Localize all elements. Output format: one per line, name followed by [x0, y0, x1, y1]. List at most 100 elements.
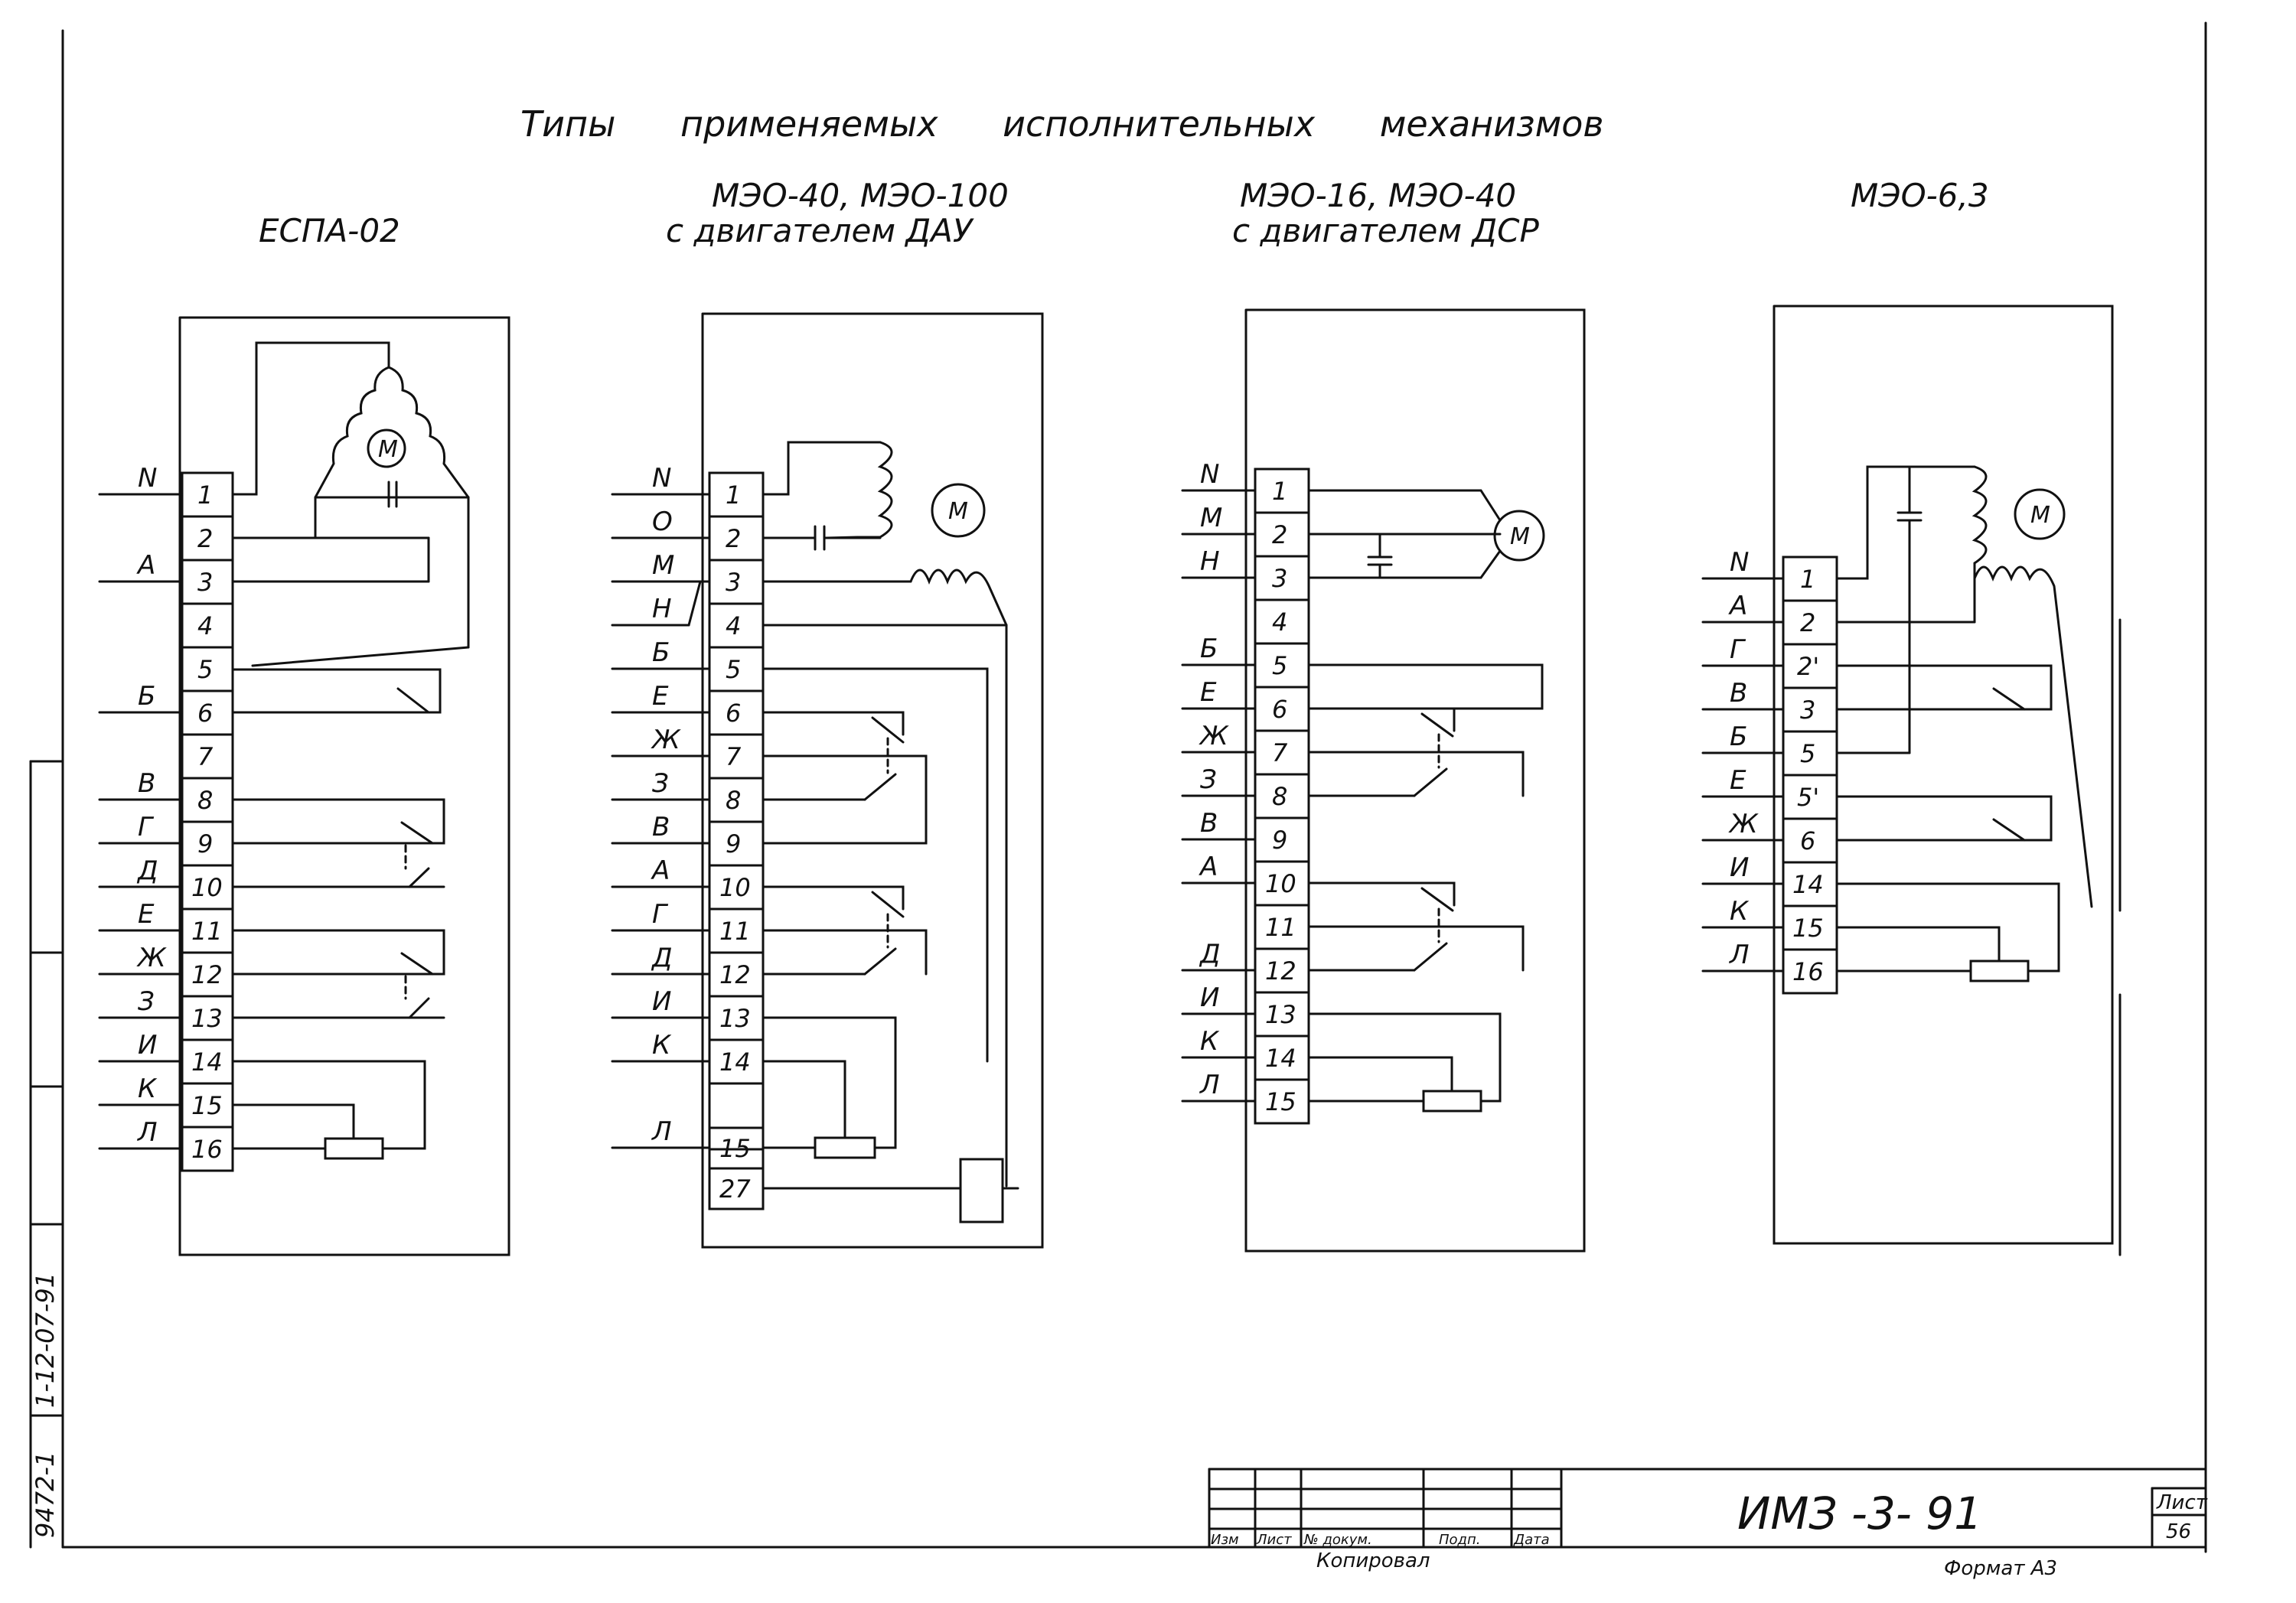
wire-label: З	[138, 986, 155, 1017]
stamp-header-doc: № докум.	[1303, 1532, 1372, 1548]
title-block: Изм Лист № докум. Подп. Дата ИМЗ -3- 91 …	[1208, 1468, 2208, 1580]
diagram-espa: 1 2 3 4 5 6 7 8 9 10 11 12 13 14 15 16 N	[98, 316, 510, 1256]
motor-windings	[762, 441, 1008, 1188]
header-meo16-line1: МЭО-16, МЭО-40	[1240, 177, 1516, 214]
wire-label: N	[1200, 459, 1219, 490]
wire-label: Б	[652, 637, 670, 668]
stamp-header-date: Дата	[1513, 1532, 1550, 1548]
motor-m: M	[2014, 488, 2066, 540]
terminal-number: 16	[191, 1135, 223, 1164]
position-sensor	[762, 1158, 1019, 1223]
wire-label: И	[138, 1030, 157, 1061]
terminal-number: 8	[726, 786, 741, 815]
terminal-number: 7	[1272, 738, 1288, 767]
terminal-number: 15	[1792, 914, 1824, 943]
terminal-number: 5	[1800, 739, 1815, 768]
wire-labels: N А Г В Б Е Ж И К Л	[1728, 547, 1759, 970]
terminal-numbers: 1 2 2' 3 5 5' 6 14 15 16	[1792, 565, 1824, 986]
terminal-number: 6	[1272, 695, 1287, 724]
terminal-numbers: 1 2 3 4 5 6 7 8 9 10 11 12 13 14 15 27	[719, 481, 751, 1204]
wire-label: Е	[138, 899, 155, 930]
page-title: Типы применяемых исполнительных механизм…	[520, 103, 1604, 145]
terminal-number: 2	[1272, 520, 1287, 549]
terminal-number: 16	[1792, 957, 1824, 986]
wire-label: Ж	[136, 943, 167, 973]
terminal-number: 2	[1800, 608, 1815, 637]
wire-label: К	[652, 1030, 672, 1061]
wire-label: Г	[1730, 634, 1746, 665]
potentiometer	[1835, 882, 2060, 982]
wire-label: К	[1730, 896, 1750, 927]
stamp-format: Формат А3	[1944, 1557, 2057, 1580]
motor-label: M	[378, 436, 398, 463]
wire-label: Е	[1200, 677, 1217, 708]
terminal-number: 1	[726, 481, 741, 510]
terminal-number: 7	[726, 742, 742, 771]
header-meo63: МЭО-6,3	[1851, 177, 1989, 214]
stamp-copied: Копировал	[1316, 1549, 1430, 1572]
wire-label: Л	[651, 1116, 672, 1147]
stamp-header-change: Изм	[1211, 1532, 1239, 1548]
terminal-number: 2'	[1797, 652, 1819, 681]
external-wires	[98, 493, 184, 1150]
wire-label: В	[1730, 678, 1747, 709]
external-wires	[611, 493, 711, 1149]
wire-label: Д	[136, 855, 158, 886]
wire-label: И	[1200, 982, 1219, 1013]
motor-windings	[231, 341, 470, 667]
terminal-dividers	[1782, 599, 1838, 951]
header-espa: ЕСПА-02	[259, 212, 400, 249]
terminal-number: 15	[191, 1091, 223, 1120]
wire-label: Д	[1199, 939, 1221, 969]
wire-label: Б	[138, 681, 155, 712]
wire-label: Б	[1730, 722, 1747, 752]
terminal-number: 5	[1272, 651, 1287, 680]
limit-switches	[1835, 664, 2053, 842]
wire-label: В	[652, 812, 670, 842]
wire-label: Н	[1200, 546, 1220, 577]
limit-switches	[231, 668, 445, 1019]
wire-label: А	[1728, 591, 1747, 621]
terminal-number: 14	[1792, 870, 1824, 899]
motor-m: M	[1493, 510, 1545, 562]
stamp-designation: ИМЗ -3- 91	[1737, 1487, 1982, 1539]
terminal-number: 12	[191, 960, 223, 989]
terminal-dividers	[1254, 511, 1310, 1081]
wire-label: А	[1199, 852, 1218, 882]
terminal-number: 1	[197, 481, 213, 510]
terminal-number: 10	[719, 873, 751, 902]
wire-label: Н	[652, 594, 672, 624]
wire-label: Ж	[1199, 721, 1229, 751]
wire-label: И	[1730, 852, 1749, 883]
wire-label: N	[1730, 547, 1749, 578]
wire-label: Ж	[651, 725, 681, 755]
terminal-numbers: 1 2 3 4 5 6 7 8 9 10 11 12 13 14 15	[1265, 477, 1296, 1116]
motor-label: M	[2030, 502, 2050, 529]
wire-label: М	[1200, 503, 1222, 533]
motor-windings	[1307, 489, 1502, 579]
stamp-sheet-number: 56	[2166, 1520, 2191, 1543]
header-meo16-line2: с двигателем ДСР	[1232, 212, 1539, 249]
terminal-number: 14	[719, 1047, 751, 1077]
terminal-numbers: 1 2 3 4 5 6 7 8 9 10 11 12 13 14 15 16	[191, 481, 223, 1164]
side-stamp-date: 1-12-07-91	[31, 1272, 60, 1408]
terminal-number: 7	[197, 742, 214, 771]
stamp-header-sign: Подп.	[1439, 1532, 1480, 1548]
terminal-number: 4	[197, 611, 213, 640]
terminal-number: 11	[1265, 913, 1296, 942]
terminal-number: 6	[726, 699, 741, 728]
terminal-number: 1	[1800, 565, 1815, 594]
terminal-number: 6	[197, 699, 213, 728]
wire-label: К	[1200, 1026, 1220, 1057]
wire-label: Л	[1199, 1070, 1220, 1100]
wire-label: О	[652, 507, 673, 537]
potentiometer	[231, 1060, 426, 1160]
motor-label: M	[1510, 523, 1530, 550]
terminal-number: 13	[1265, 1000, 1296, 1029]
wire-label: К	[138, 1074, 158, 1104]
wire-label: Л	[1728, 940, 1750, 970]
external-wires	[1181, 489, 1257, 1103]
terminal-number: 15	[719, 1134, 751, 1163]
wire-label: Г	[652, 899, 669, 930]
